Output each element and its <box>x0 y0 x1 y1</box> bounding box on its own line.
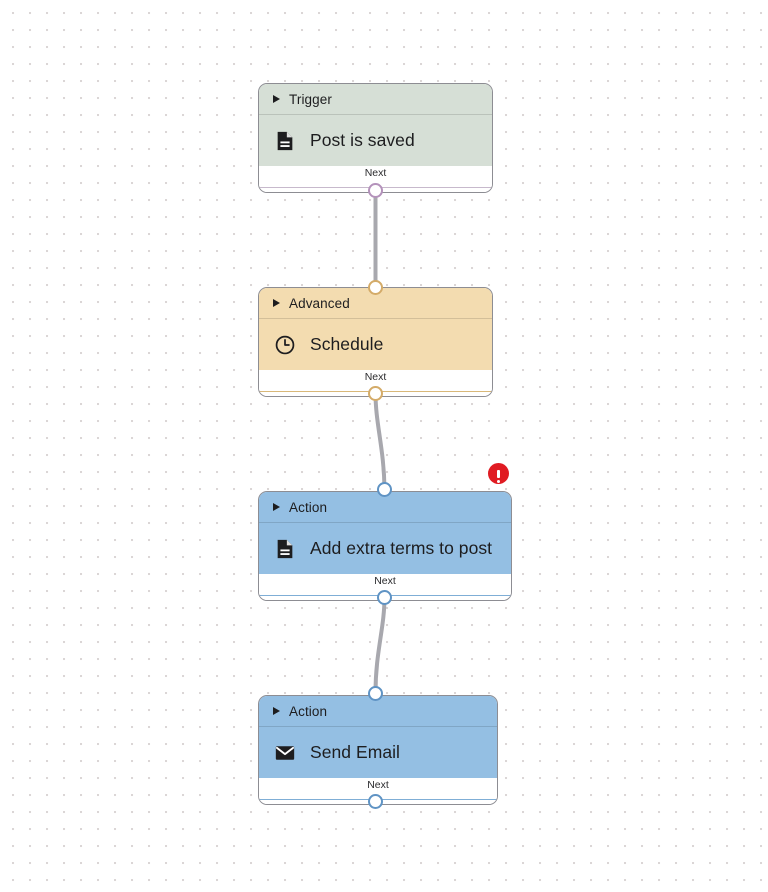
node-footer-label: Next <box>359 370 392 384</box>
connector-schedule-to-add-terms <box>373 391 387 491</box>
input-port-advanced[interactable] <box>368 280 383 295</box>
workflow-node-advanced[interactable]: Advanced Schedule Next <box>258 287 493 397</box>
envelope-icon <box>275 745 295 760</box>
output-port-trigger[interactable] <box>368 183 383 198</box>
chevron-right-icon[interactable] <box>273 299 280 307</box>
output-port-action-send-email[interactable] <box>368 794 383 809</box>
node-header-action-add-terms[interactable]: Action <box>259 492 511 522</box>
node-category-label: Action <box>289 703 328 719</box>
output-port-action-add-terms[interactable] <box>377 590 392 605</box>
node-category-label: Trigger <box>289 91 332 107</box>
node-title: Send Email <box>310 742 400 762</box>
node-body-action-add-terms[interactable]: Add extra terms to post <box>259 522 511 574</box>
chevron-right-icon[interactable] <box>273 95 280 103</box>
node-body-trigger[interactable]: Post is saved <box>259 114 492 166</box>
chevron-right-icon[interactable] <box>273 707 280 715</box>
workflow-node-action-add-terms[interactable]: Action Add extra terms to post Next <box>258 491 512 601</box>
node-header-advanced[interactable]: Advanced <box>259 288 492 318</box>
node-title: Add extra terms to post <box>310 538 493 558</box>
node-footer-label: Next <box>359 166 392 180</box>
exclamation-icon <box>497 469 500 483</box>
node-footer-label: Next <box>369 574 401 588</box>
error-badge[interactable] <box>488 463 509 484</box>
node-title: Post is saved <box>310 130 415 150</box>
node-footer-label: Next <box>362 778 394 792</box>
connector-add-terms-to-send-email <box>373 595 387 695</box>
node-category-label: Advanced <box>289 295 350 311</box>
node-category-label: Action <box>289 499 328 515</box>
workflow-node-trigger[interactable]: Trigger Post is saved Next <box>258 83 493 193</box>
workflow-node-action-send-email[interactable]: Action Send Email Next <box>258 695 498 805</box>
node-body-advanced[interactable]: Schedule <box>259 318 492 370</box>
input-port-action-send-email[interactable] <box>368 686 383 701</box>
document-icon <box>277 131 293 150</box>
node-title: Schedule <box>310 334 384 354</box>
output-port-advanced[interactable] <box>368 386 383 401</box>
document-icon <box>277 539 293 558</box>
node-header-action-send-email[interactable]: Action <box>259 696 497 726</box>
input-port-action-add-terms[interactable] <box>377 482 392 497</box>
node-header-trigger[interactable]: Trigger <box>259 84 492 114</box>
chevron-right-icon[interactable] <box>273 503 280 511</box>
node-body-action-send-email[interactable]: Send Email <box>259 726 497 778</box>
clock-icon <box>275 335 295 354</box>
